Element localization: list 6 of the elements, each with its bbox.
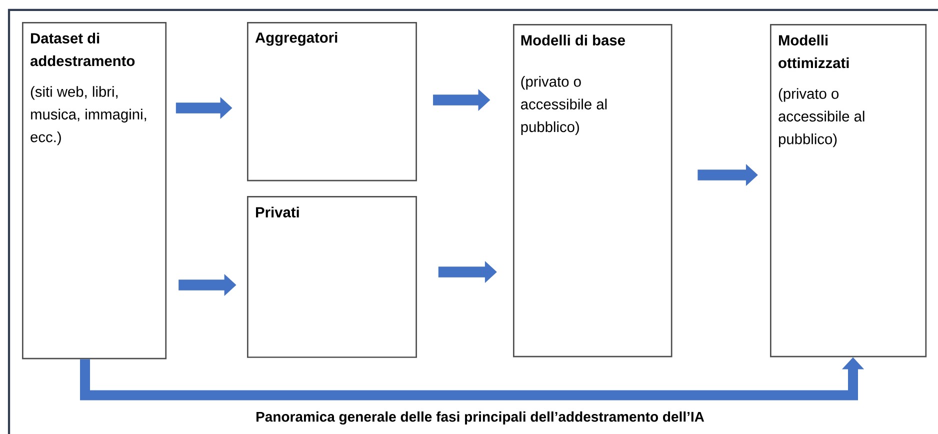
box: Privati — [247, 196, 417, 358]
box: Dataset di addestramento (siti web, libri, musica, immagini, ecc.) — [22, 22, 167, 360]
box: Modelli di base (privato o accessibile al pubblico) — [513, 24, 672, 358]
caption: Panoramica generale delle fasi principali dell’addestramento dell’IA — [256, 411, 704, 425]
box: Aggregatori — [247, 22, 417, 182]
box: Modelli ottimizzati (privato o accessibile al pubblico) — [770, 24, 927, 358]
